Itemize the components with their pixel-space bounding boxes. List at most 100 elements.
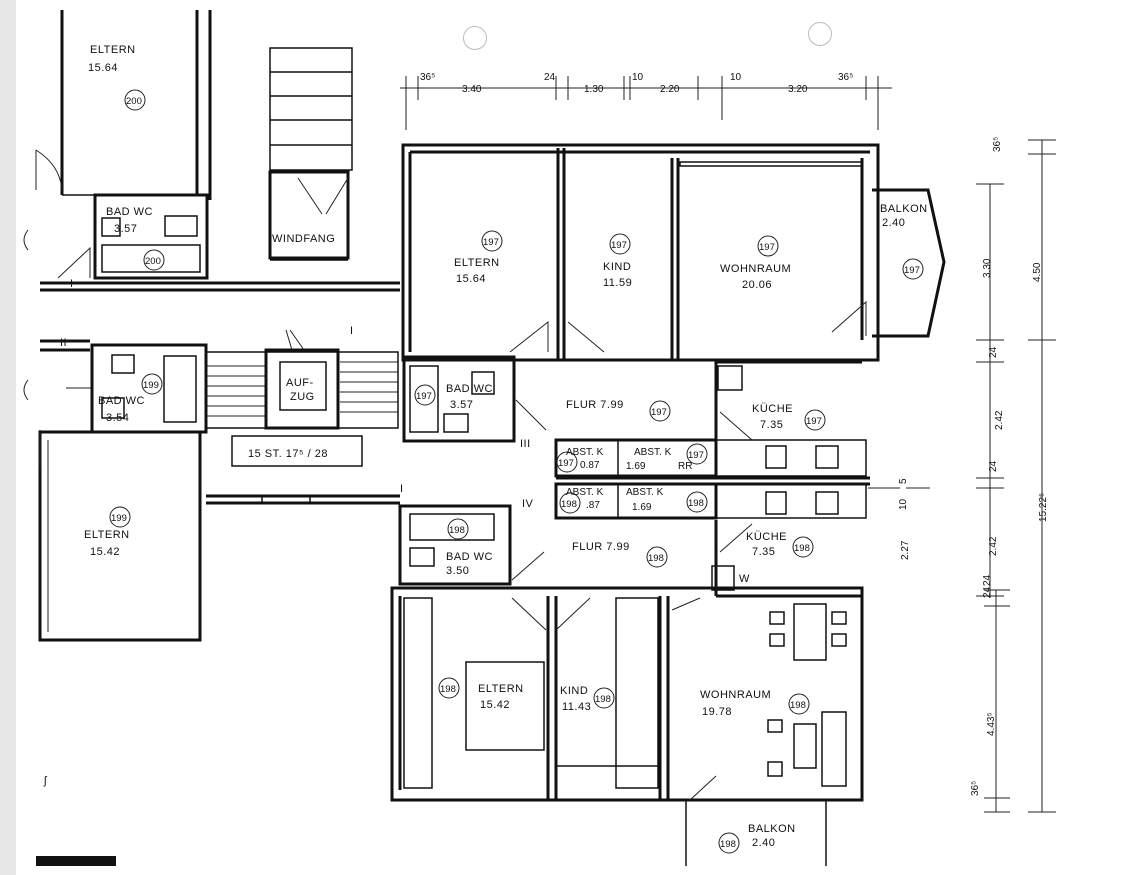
aufzug-line1: AUF-: [286, 377, 314, 389]
dimension-label: 36⁵: [420, 72, 435, 83]
unit-number: 198: [790, 700, 806, 711]
room-area-kind-197: 11.59: [603, 277, 632, 289]
room-name-kind-198: KIND: [560, 685, 588, 697]
marker: III: [520, 438, 531, 450]
unit-number: 200: [145, 256, 161, 267]
unit-number: 197: [759, 242, 775, 253]
room-name-kueche-197: KÜCHE: [752, 403, 793, 415]
abst2-197-extra: RR: [678, 461, 692, 472]
dimension-label: 24: [988, 346, 999, 358]
scan-smudge: [36, 856, 116, 866]
unit-number: 197: [651, 407, 667, 418]
right-dimension-labels: 3.30 24 2.42 24 10 5 2.27 24 2.42 24 4.4…: [898, 137, 1049, 796]
unit-number: 200: [126, 96, 142, 107]
marker: I: [400, 483, 404, 495]
room-name-balkon-197: BALKON: [880, 203, 928, 215]
marker: I: [70, 278, 74, 290]
room-name-eltern-200: ELTERN: [90, 44, 136, 56]
unit-number: 197: [806, 416, 822, 427]
marker: IV: [522, 498, 534, 510]
room-name-flur-197: FLUR 7.99: [566, 399, 624, 411]
room-name-abst2-197: ABST. K: [634, 447, 672, 458]
room-area-abst2-198: 1.69: [632, 502, 652, 513]
dimension-label: 4.50: [1032, 262, 1043, 282]
roman-markers: I II I III IV I: [60, 278, 534, 510]
room-name-eltern-197: ELTERN: [454, 257, 500, 269]
dimension-label: 2.42: [988, 536, 999, 556]
dimension-label: 2.20: [660, 84, 680, 95]
dimension-label: 2.42: [994, 410, 1005, 430]
left-wing-walls: [23, 10, 400, 642]
room-name-abst1-198: ABST. K: [566, 487, 604, 498]
dimension-label: 2.27: [900, 540, 911, 560]
room-area-balkon-197: 2.40: [882, 217, 905, 229]
room-name-abst1-197: ABST. K: [566, 447, 604, 458]
unit-197-walls: [401, 143, 946, 478]
room-name-eltern-199: ELTERN: [84, 529, 130, 541]
room-area-eltern-200: 15.64: [88, 62, 118, 74]
marker: II: [60, 337, 67, 349]
unit-number-circles: [109, 89, 924, 854]
dimension-label: 3.30: [982, 258, 993, 278]
dimension-label: 3.20: [788, 84, 808, 95]
unit-number: 198: [794, 543, 810, 554]
room-name-bad-200: BAD WC: [106, 206, 153, 218]
room-area-eltern-197: 15.64: [456, 273, 486, 285]
room-area-abst2-197: 1.69: [626, 461, 646, 472]
room-name-bad-199: BAD WC: [98, 395, 145, 407]
windfang: [268, 47, 353, 261]
unit-number: 198: [720, 839, 736, 850]
aufzug-line2: ZUG: [290, 391, 315, 403]
dimension-label: 15.22⁵: [1038, 493, 1049, 522]
unit-198-walls: [390, 482, 867, 866]
room-area-kueche-197: 7.35: [760, 419, 783, 431]
unit-number: 198: [648, 553, 664, 564]
room-area-balkon-198: 2.40: [752, 837, 775, 849]
dimension-label: 24: [544, 72, 556, 83]
dimension-lines: [400, 76, 1056, 813]
room-area-bad-197: 3.57: [450, 399, 473, 411]
unit-number: 197: [416, 391, 432, 402]
room-name-bad-198: BAD WC: [446, 551, 493, 563]
unit-number: 197: [483, 237, 499, 248]
punch-hole-right: [808, 22, 832, 46]
room-area-kueche-198: 7.35: [752, 546, 775, 558]
unit-number: 197: [611, 240, 627, 251]
scan-edge: [0, 0, 16, 875]
room-labels: ELTERN 15.64 200 BAD WC 3.57 200 WINDFAN…: [84, 44, 928, 850]
unit-number: 199: [143, 380, 159, 391]
dimension-label: 1.30: [584, 84, 604, 95]
dimension-label: 10: [898, 498, 909, 510]
dimension-label: 5: [898, 478, 909, 484]
room-area-bad-198: 3.50: [446, 565, 469, 577]
unit-number: 197: [688, 450, 704, 461]
punch-hole-left: [463, 26, 487, 50]
top-dimension-labels: 36⁵ 3.40 24 1.30 10 2.20 10 3.20 36⁵: [420, 72, 853, 95]
unit-number: 199: [111, 513, 127, 524]
unit-number: 198: [595, 694, 611, 705]
dimension-label: 10: [730, 72, 742, 83]
room-name-kind-197: KIND: [603, 261, 631, 273]
room-name-wohnraum-198: WOHNRAUM: [700, 689, 771, 701]
dimension-label: 36⁵: [970, 781, 981, 796]
dimension-label: 36⁵: [992, 137, 1003, 152]
unit-number: 197: [558, 458, 574, 469]
kueche-198-extra: W: [739, 573, 750, 585]
unit-number: 198: [440, 684, 456, 695]
room-name-kueche-198: KÜCHE: [746, 531, 787, 543]
dimension-label: 36⁵: [838, 72, 853, 83]
room-area-abst1-197: 0.87: [580, 460, 600, 471]
room-area-eltern-198: 15.42: [480, 699, 510, 711]
room-name-abst2-198: ABST. K: [626, 487, 664, 498]
room-area-kind-198: 11.43: [562, 701, 591, 713]
dimension-label: 4.43⁵: [986, 712, 997, 736]
stair-treads: [206, 361, 398, 417]
scan-mark: ʃ: [43, 775, 48, 787]
unit-number: 197: [904, 265, 920, 276]
dimension-label: 10: [632, 72, 644, 83]
room-area-bad-199: 3.54: [106, 412, 129, 424]
room-name-windfang: WINDFANG: [272, 233, 335, 245]
room-name-wohnraum-197: WOHNRAUM: [720, 263, 791, 275]
room-area-wohnraum-197: 20.06: [742, 279, 772, 291]
